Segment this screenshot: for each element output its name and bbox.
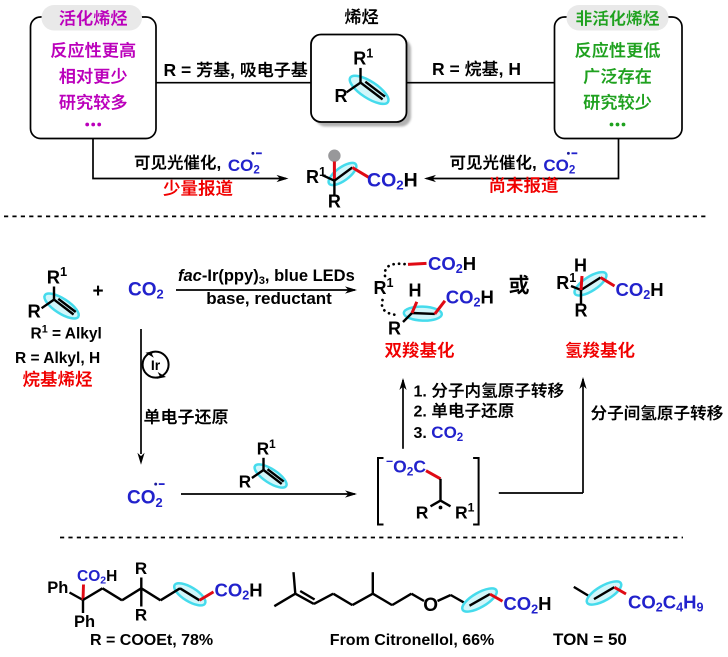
svg-text:R1: R1 — [306, 165, 326, 187]
svg-text:3.: 3. — [414, 425, 427, 442]
svg-text:CO2: CO2 — [446, 287, 481, 310]
svg-text:fac-Ir(ppy)3, blue LEDs: fac-Ir(ppy)3, blue LEDs — [178, 267, 355, 287]
svg-text:R1: R1 — [455, 501, 475, 523]
svg-text:H: H — [650, 279, 663, 300]
svg-text:−O2C: −O2C — [386, 455, 426, 479]
svg-text:R1: R1 — [556, 271, 576, 293]
svg-text:CO2: CO2 — [127, 488, 163, 510]
svg-text:base, reductant: base, reductant — [206, 289, 332, 308]
svg-text:CO2: CO2 — [503, 593, 538, 616]
svg-text:CO2: CO2 — [128, 280, 164, 302]
svg-text:1.: 1. — [414, 384, 427, 401]
svg-text:H: H — [481, 287, 494, 308]
svg-text:Ph: Ph — [47, 579, 68, 597]
svg-text:R1: R1 — [353, 46, 373, 68]
svg-text:+: + — [93, 281, 104, 302]
svg-text:CO2: CO2 — [77, 568, 106, 587]
svg-text:,: , — [230, 60, 235, 80]
svg-text:R = Alkyl, H: R = Alkyl, H — [15, 350, 100, 367]
svg-text:R: R — [135, 559, 147, 578]
svg-text:CO2: CO2 — [616, 279, 651, 302]
svg-text:R: R — [328, 192, 341, 212]
svg-text:H: H — [409, 281, 422, 301]
svg-text:2.: 2. — [414, 404, 427, 421]
svg-text:Ph: Ph — [74, 613, 95, 631]
svg-text:, H: , H — [499, 59, 521, 79]
svg-text:R = COOEt, 78%: R = COOEt, 78% — [90, 632, 213, 649]
svg-text:R: R — [239, 473, 251, 492]
svg-text:CO2: CO2 — [367, 169, 404, 192]
svg-text:H: H — [463, 253, 476, 274]
svg-text:CO2: CO2 — [228, 156, 260, 177]
svg-text:TON = 50: TON = 50 — [553, 630, 627, 649]
svg-text:CO2: CO2 — [215, 580, 250, 603]
svg-text:H: H — [538, 593, 551, 614]
svg-text:R: R — [135, 606, 147, 625]
svg-text:H: H — [106, 568, 117, 585]
svg-text:H: H — [249, 580, 262, 601]
svg-text:R1: R1 — [374, 276, 394, 298]
svg-text:CO2: CO2 — [543, 156, 575, 177]
svg-text:R1: R1 — [47, 264, 67, 287]
svg-text:CO2: CO2 — [428, 253, 463, 276]
svg-text:R =: R = — [164, 60, 192, 80]
svg-text:,: , — [217, 154, 222, 173]
svg-text:From Citronellol, 66%: From Citronellol, 66% — [330, 632, 494, 649]
svg-text:R1 = Alkyl: R1 = Alkyl — [31, 323, 102, 342]
svg-text:CO2C4H9: CO2C4H9 — [628, 592, 704, 615]
svg-text:H: H — [404, 169, 418, 191]
svg-text:R1: R1 — [257, 437, 276, 459]
svg-text:R =: R = — [432, 59, 460, 79]
svg-text:R: R — [416, 503, 429, 523]
svg-text:,: , — [532, 154, 537, 173]
svg-text:H: H — [574, 256, 587, 276]
svg-text:CO2: CO2 — [431, 423, 463, 444]
svg-text:O: O — [423, 595, 438, 616]
svg-text:Ir: Ir — [151, 357, 161, 373]
svg-text:R: R — [335, 86, 348, 106]
svg-text:R: R — [28, 301, 41, 322]
svg-text:R: R — [575, 301, 588, 321]
svg-text:R: R — [388, 319, 401, 339]
